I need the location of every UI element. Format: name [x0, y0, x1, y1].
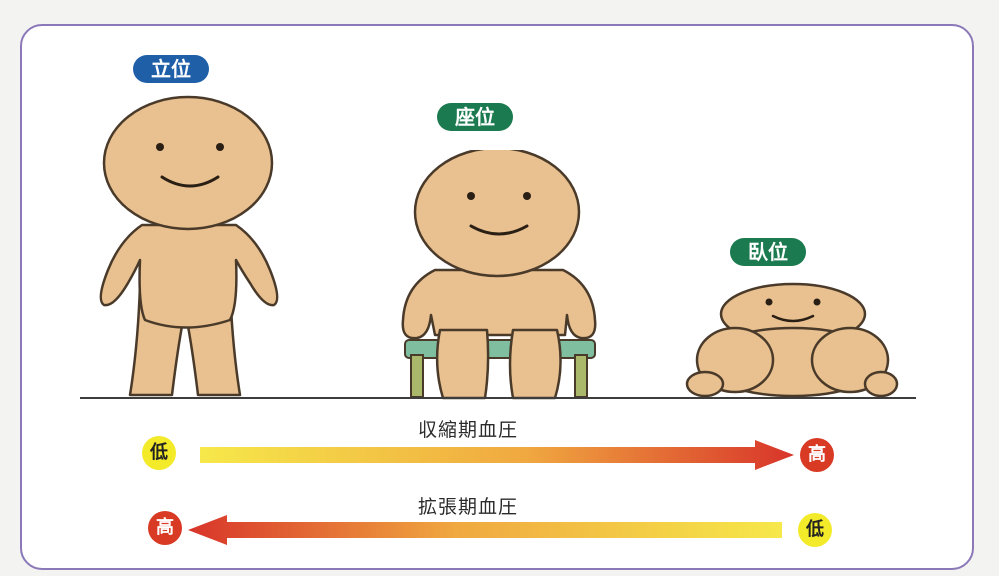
systolic-label: 収縮期血圧: [418, 419, 519, 441]
diastolic-low-marker: 低: [798, 513, 832, 547]
label-lying: 臥位: [730, 238, 806, 266]
label-standing: 立位: [133, 55, 209, 83]
systolic-high-marker: 高: [800, 438, 834, 472]
lying-figure-illustration: [685, 282, 899, 398]
diastolic-label: 拡張期血圧: [418, 496, 519, 518]
systolic-low-marker: 低: [142, 436, 176, 470]
systolic-arrow: [200, 440, 794, 470]
standing-figure-illustration: [99, 95, 279, 397]
ground-line: [80, 397, 916, 399]
diastolic-high-marker: 高: [148, 511, 182, 545]
sitting-figure-illustration: [401, 150, 597, 400]
diastolic-arrow: [188, 515, 782, 545]
label-sitting: 座位: [437, 103, 513, 131]
